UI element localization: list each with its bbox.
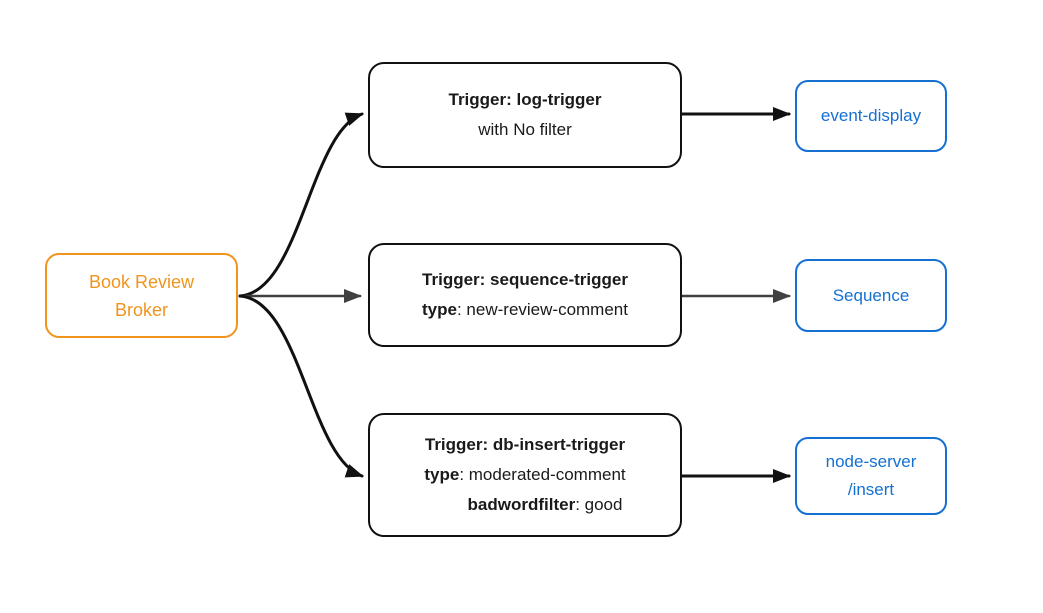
- trigger-attribute-value: : moderated-comment: [459, 465, 626, 484]
- broker-label-line2: Broker: [114, 299, 168, 320]
- trigger-title: Trigger: db-insert-trigger: [424, 435, 626, 454]
- trigger-attribute: type: moderated-comment: [424, 460, 625, 490]
- edge-broker-to-db-insert-trigger: [238, 294, 364, 478]
- broker-label-line1: Book Review: [88, 271, 195, 292]
- trigger-title: Trigger: log-trigger: [448, 90, 602, 109]
- edge-broker-to-log-trigger: [238, 112, 364, 298]
- trigger-attribute-key: type: [422, 300, 457, 319]
- trigger-attribute-key: type: [424, 465, 460, 484]
- trigger-attribute: type: new-review-comment: [422, 295, 628, 325]
- sink-label-line1: node-server: [825, 452, 917, 471]
- trigger-attribute-value: : new-review-comment: [456, 300, 628, 319]
- trigger-node-log-trigger: Trigger: log-trigger with No filter: [368, 62, 682, 168]
- trigger-node-db-insert-trigger: Trigger: db-insert-trigger type: moderat…: [368, 413, 682, 537]
- sink-node-sequence: Sequence: [795, 259, 947, 332]
- trigger-attribute-value: : good: [575, 495, 623, 514]
- trigger-attribute: badwordfilter: good: [468, 490, 623, 520]
- trigger-title: Trigger: sequence-trigger: [422, 270, 628, 289]
- sink-label: Sequence: [832, 285, 910, 305]
- broker-node: Book Review Broker: [45, 253, 238, 338]
- sink-label-line2: /insert: [847, 480, 895, 499]
- sink-node-event-display: event-display: [795, 80, 947, 152]
- sink-label: event-display: [820, 106, 922, 125]
- trigger-subtitle: with No filter: [478, 120, 572, 139]
- trigger-attribute-key: badwordfilter: [467, 495, 576, 514]
- trigger-node-sequence-trigger: Trigger: sequence-trigger type: new-revi…: [368, 243, 682, 347]
- sink-node-node-server-insert: node-server /insert: [795, 437, 947, 515]
